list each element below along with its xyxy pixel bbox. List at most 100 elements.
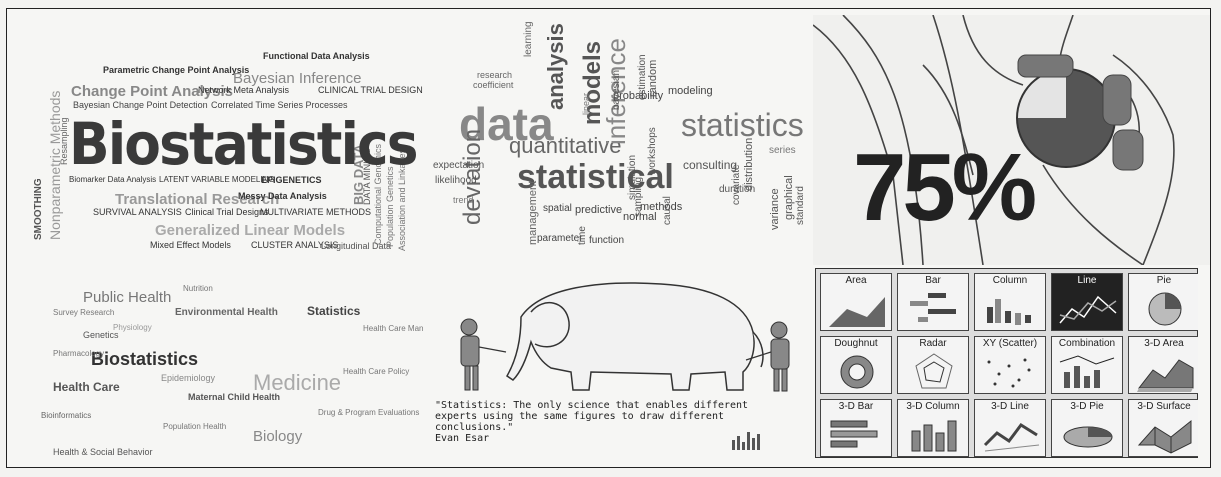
stats-word: bayesian [611,69,622,110]
stats-word: analysis [543,23,568,110]
bio-word: Biomarker Data Analysis [69,175,157,184]
chart-type-xy-scatter[interactable]: XY (Scatter) [974,336,1046,394]
stats-word: statistical [517,158,674,196]
health-word: Survey Research [53,308,115,317]
stats-word: simulation [627,154,638,200]
stats-word: duration [719,184,756,195]
chart-type-bar[interactable]: Bar [897,273,969,331]
chart-type-label: 3-D Pie [1070,401,1104,412]
quote-block: "Statistics: The only science that enabl… [435,400,765,444]
bio-word: Bayesian Change Point Detection [73,100,208,110]
xy-scatter-chart-icon [987,358,1031,388]
doughnut-chart-icon [840,355,874,389]
bio-word: Resampling [59,117,69,165]
stats-word: learning [523,21,534,57]
bio-word: Population Genetics [385,166,395,247]
stats-word: graphical [783,175,795,220]
health-word: Physiology [113,323,152,332]
stats-word: estimation [637,54,648,100]
radar-chart-icon [915,353,953,389]
bio-word: MULTIVARIATE METHODS [260,207,372,217]
elephant-cartoon: "Statistics: The only science that enabl… [431,272,811,462]
chart-type-column[interactable]: Column [974,273,1046,331]
health-word: Public Health [83,289,172,306]
health-word: Pharmacology [53,349,105,358]
percent-label: 75% [853,134,1037,241]
bio-word: Nonparametric Methods [47,90,63,240]
chart-type-pie[interactable]: Pie [1128,273,1198,331]
chart-type-3-d-line[interactable]: 3-D Line [974,399,1046,457]
chart-type-label: 3-D Area [1144,338,1184,349]
stats-word: coefficient [473,80,514,90]
stats-word: quantitative [509,133,622,158]
stats-word: statistics [681,107,804,143]
bio-word: Messy Data Analysis [238,191,327,201]
health-word: Drug & Program Evaluations [318,408,420,417]
chart-type-3-d-surface[interactable]: 3-D Surface [1128,399,1198,457]
3-d-surface-chart-icon [1137,419,1192,454]
stats-word: data [459,98,554,150]
bio-word: SMOOTHING [33,178,44,240]
chart-type-label: 3-D Line [991,401,1029,412]
bar-chart-icon [910,293,956,322]
stats-word: predictive [575,204,623,216]
chart-type-label: Line [1077,275,1097,286]
3-d-pie-chart-icon [1063,426,1113,448]
column-chart-icon [987,299,1031,325]
stats-word: research [477,70,513,80]
health-word: Biostatistics [91,349,199,369]
health-word: Statistics [307,304,361,318]
stats-word: consulting [683,158,738,172]
stats-word: function [589,235,625,246]
3-d-area-chart-icon [1137,359,1194,392]
bio-word: EPIGENETICS [261,175,322,185]
quote-text: "Statistics: The only science that enabl… [435,400,749,433]
3-d-column-chart-icon [911,420,957,452]
chart-type-3-d-bar[interactable]: 3-D Bar [820,399,892,457]
bio-word: Generalized Linear Models [155,222,346,239]
health-word: Bioinformatics [41,411,92,420]
bio-word: Clinical Trial Designs [185,207,269,217]
chart-type-label: 3-D Surface [1137,401,1191,412]
chart-type-label: XY (Scatter) [982,338,1038,349]
bar-logo-icon [732,432,760,450]
chart-type-combination[interactable]: Combination [1051,336,1123,394]
pie-chart-icon [1148,292,1182,326]
bio-word: SURVIVAL ANALYSIS [93,207,182,217]
stats-word: spatial [543,203,572,214]
health-word: Nutrition [183,284,213,293]
stats-word: workshops [647,127,658,175]
biostatistics-heading: Biostatistics [69,110,419,178]
chart-type-area[interactable]: Area [820,273,892,331]
combination-chart-icon [1059,355,1115,388]
3-d-bar-chart-icon [830,420,878,448]
chart-type-3-d-pie[interactable]: 3-D Pie [1051,399,1123,457]
health-word: Health Care [53,380,120,394]
bio-word: Parametric Change Point Analysis [103,65,250,75]
bio-word: Bayesian Inference [233,70,362,87]
chart-type-doughnut[interactable]: Doughnut [820,336,892,394]
chart-type-radar[interactable]: Radar [897,336,969,394]
bio-word: LATENT VARIABLE MODELING [159,175,275,184]
stats-word: probability [613,90,664,102]
health-word: Environmental Health [175,307,278,318]
bio-word: Functional Data Analysis [263,51,370,61]
stats-word: random [647,59,659,97]
biostatistics-word-cloud: Parametric Change Point Analysis Function… [33,15,423,265]
chart-type-3-d-area[interactable]: 3-D Area [1128,336,1198,394]
health-word: Biology [253,428,303,445]
stats-word: management [527,180,539,245]
chart-type-line[interactable]: Line [1051,273,1123,331]
stats-word: normal [623,211,657,223]
health-word: Genetics [83,330,119,340]
health-word: Population Health [163,422,227,431]
chart-type-3-d-column[interactable]: 3-D Column [897,399,969,457]
stats-word: standard [795,186,806,225]
stats-word: likelihood [435,175,477,186]
quote-author: Evan Esar [435,433,490,444]
bio-word: Longitudinal Data [321,241,392,251]
bio-word: CLINICAL TRIAL DESIGN [318,85,423,95]
